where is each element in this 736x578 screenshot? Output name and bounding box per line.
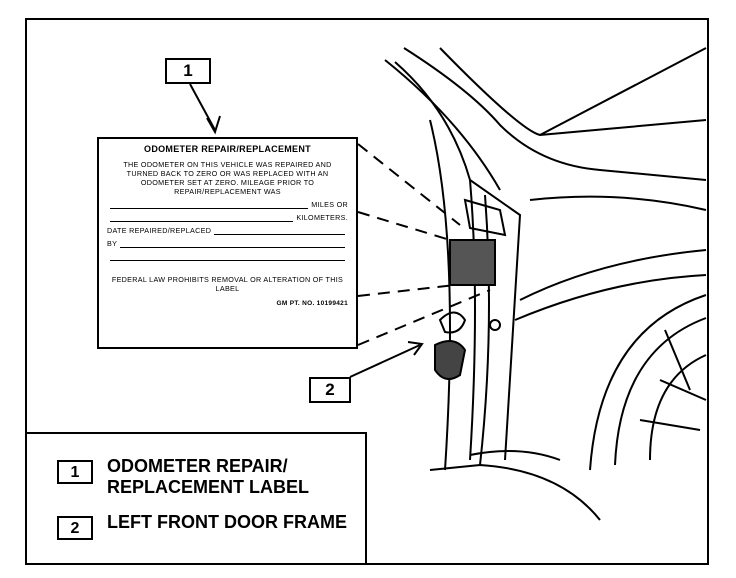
legend: 1 ODOMETER REPAIR/ REPLACEMENT LABEL 2 L… — [27, 432, 367, 565]
wheel-outer — [614, 317, 707, 466]
ground-line — [429, 463, 601, 521]
fender-top — [519, 249, 707, 301]
wheel-spoke-3 — [639, 419, 701, 431]
label-location-patch — [449, 239, 496, 286]
blank-row — [107, 252, 348, 261]
callout-1: 1 — [165, 58, 211, 84]
date-label: DATE REPAIRED/REPLACED — [107, 226, 212, 235]
door-bolt — [489, 319, 501, 331]
windshield-frame — [384, 59, 501, 191]
legend-item: 1 ODOMETER REPAIR/ REPLACEMENT LABEL — [57, 456, 347, 498]
door-frame-line — [479, 194, 490, 466]
windshield-pillar — [539, 47, 707, 136]
legend-number: 1 — [57, 460, 93, 484]
roof-line — [403, 47, 707, 181]
leader-1 — [189, 83, 216, 131]
wheel-spoke-1 — [659, 379, 707, 401]
wheel-arch — [589, 294, 707, 471]
date-row: DATE REPAIRED/REPLACED — [107, 226, 348, 235]
kilometers-row: KILOMETERS. — [107, 213, 348, 222]
figure-frame — [25, 18, 709, 565]
by-label: BY — [107, 239, 118, 248]
legend-item: 2 LEFT FRONT DOOR FRAME — [57, 512, 347, 540]
miles-or-text: MILES OR — [311, 200, 348, 209]
wheel-rim — [649, 354, 707, 461]
by-row: BY — [107, 239, 348, 248]
miles-row: MILES OR — [107, 200, 348, 209]
legend-text: LEFT FRONT DOOR FRAME — [107, 512, 347, 532]
wheel-spoke-2 — [664, 329, 691, 391]
label-body: THE ODOMETER ON THIS VEHICLE WAS REPAIRE… — [123, 160, 332, 196]
dash-mid — [357, 211, 451, 241]
odometer-label-card: ODOMETER REPAIR/REPLACEMENT THE ODOMETER… — [97, 137, 358, 349]
label-warning: FEDERAL LAW PROHIBITS REMOVAL OR ALTERAT… — [111, 275, 344, 293]
fender-line — [514, 274, 707, 321]
callout-2: 2 — [309, 377, 351, 403]
striker — [438, 311, 467, 334]
legend-text: ODOMETER REPAIR/ REPLACEMENT LABEL — [107, 456, 309, 497]
windshield-top — [439, 47, 707, 137]
legend-number: 2 — [57, 516, 93, 540]
label-title: ODOMETER REPAIR/REPLACEMENT — [144, 144, 311, 154]
label-part-number: GM PT. NO. 10199421 — [276, 300, 348, 307]
dash-top — [357, 143, 461, 226]
kilometers-text: KILOMETERS. — [296, 213, 348, 222]
lower-body — [469, 450, 561, 461]
latch — [463, 198, 507, 237]
leader-1-arrow — [206, 115, 221, 135]
body-crease — [529, 195, 707, 211]
a-pillar-outer — [394, 61, 522, 461]
a-pillar-inner — [469, 179, 476, 461]
leader-2 — [349, 344, 421, 378]
door-hinge — [434, 340, 467, 380]
door-edge — [429, 119, 451, 471]
dash-bottom — [357, 289, 491, 346]
dash-low — [357, 284, 456, 297]
leader-2-arrow — [407, 341, 424, 356]
